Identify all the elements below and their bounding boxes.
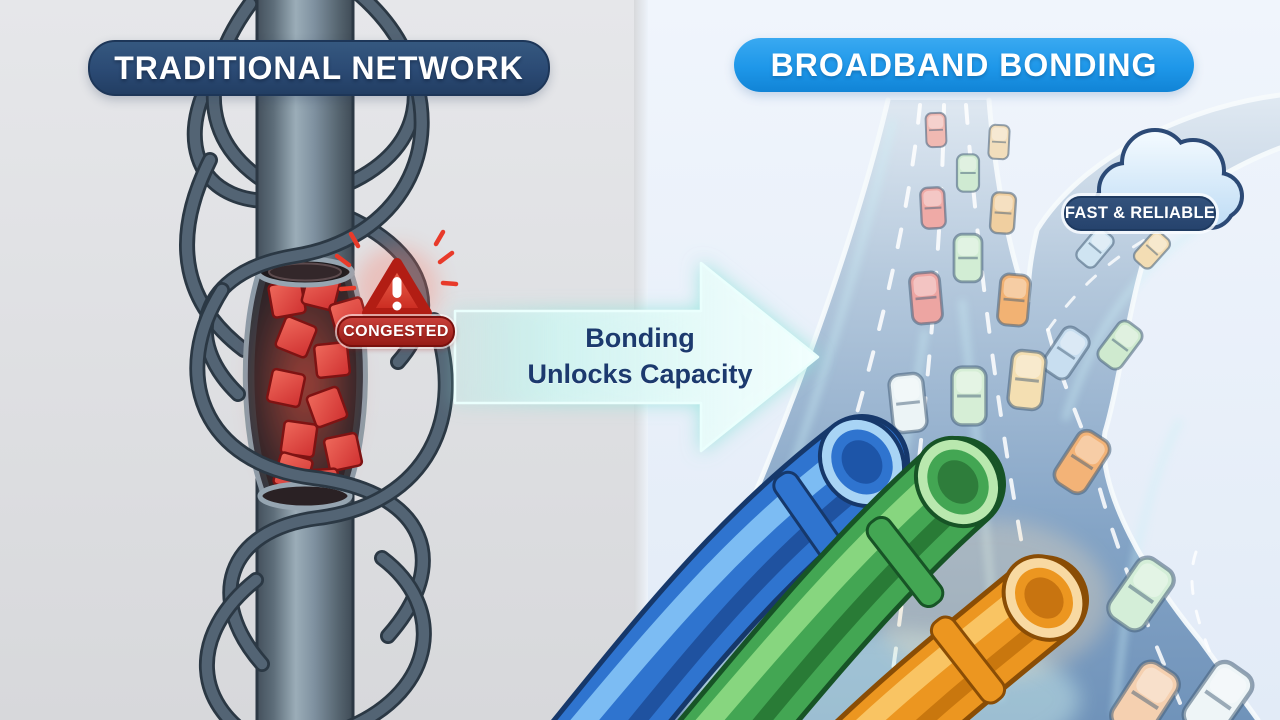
car xyxy=(987,123,1011,161)
car xyxy=(950,365,988,427)
car xyxy=(955,153,981,193)
warning-icon xyxy=(334,229,459,330)
car xyxy=(988,190,1018,236)
pipe-blue xyxy=(551,414,910,720)
pipe-orange xyxy=(834,554,1089,720)
car xyxy=(995,271,1033,329)
fast-reliable-badge: FAST & RELIABLE xyxy=(1064,196,1216,231)
car xyxy=(1005,347,1049,413)
car xyxy=(907,269,945,327)
car xyxy=(918,185,948,231)
traditional-network-banner: TRADITIONAL NETWORK xyxy=(88,40,550,96)
bonding-arrow xyxy=(453,261,820,453)
car xyxy=(952,232,984,284)
pipe-green xyxy=(677,435,1006,720)
arrow-caption-line1: Bonding xyxy=(585,323,695,353)
bonded-pipes xyxy=(551,414,1089,720)
arrow-caption-line2: Unlocks Capacity xyxy=(527,359,753,389)
tangled-cables-front xyxy=(189,44,454,720)
broadband-bonding-banner: BROADBAND BONDING xyxy=(734,38,1194,92)
congested-badge: CONGESTED xyxy=(337,316,455,347)
arrow-caption: Bonding Unlocks Capacity xyxy=(470,320,810,392)
car xyxy=(924,111,948,149)
car xyxy=(886,370,930,436)
